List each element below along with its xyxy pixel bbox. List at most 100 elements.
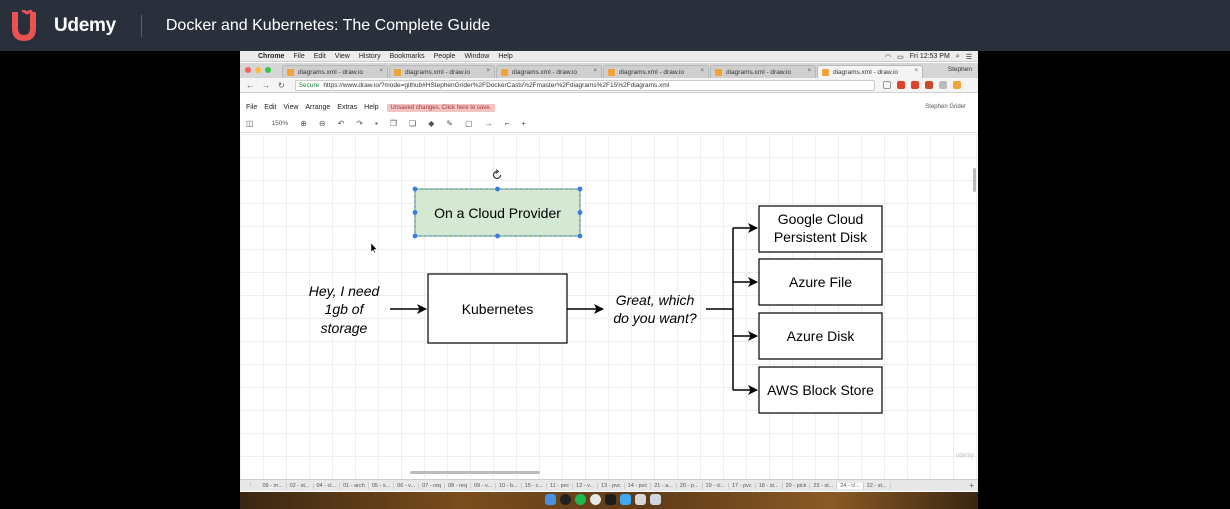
page-tab[interactable]: 09 - m... xyxy=(260,482,287,489)
menubar-edit[interactable]: Edit xyxy=(313,52,326,60)
browser-tab[interactable]: diagrams.xml - draw.io× xyxy=(282,65,388,78)
close-tab-icon[interactable]: × xyxy=(807,68,811,74)
menubar-history[interactable]: History xyxy=(358,52,381,60)
page-tab[interactable]: 06 - v... xyxy=(394,482,420,489)
browser-tab[interactable]: diagrams.xml - draw.io× xyxy=(496,65,602,78)
question-text[interactable]: Great, which do you want? xyxy=(613,292,696,326)
page-tab[interactable]: 04 - cl... xyxy=(314,482,341,489)
add-page-icon[interactable]: + xyxy=(969,481,974,490)
menubar-view[interactable]: View xyxy=(334,52,350,60)
app-icon[interactable] xyxy=(635,494,646,505)
insert-icon[interactable]: + xyxy=(521,119,526,128)
drawio-user[interactable]: Stephen Grider xyxy=(925,104,966,110)
extension-icon[interactable] xyxy=(910,81,919,89)
battery-icon[interactable]: ▭ xyxy=(897,53,904,61)
page-tab[interactable]: 07 - req xyxy=(419,482,446,489)
opera-extension-icon[interactable] xyxy=(896,81,905,89)
extension-icon[interactable] xyxy=(924,81,933,89)
rotate-handle-icon[interactable] xyxy=(492,169,502,180)
extension-icon[interactable] xyxy=(938,81,947,89)
redo-icon[interactable]: ↷ xyxy=(356,119,363,128)
spotify-icon[interactable] xyxy=(575,494,586,505)
forward-icon[interactable]: → xyxy=(262,80,270,90)
bookmark-star-icon[interactable] xyxy=(882,81,891,89)
menubar-bookmarks[interactable]: Bookmarks xyxy=(389,52,425,60)
page-tab[interactable]: 12 - v... xyxy=(573,482,599,489)
back-icon[interactable]: ← xyxy=(246,80,254,90)
drawio-menu-file[interactable]: File xyxy=(246,104,258,111)
maximize-window-icon[interactable] xyxy=(265,67,271,73)
page-tab[interactable]: 08 - req xyxy=(445,482,472,489)
panel-toggle-icon[interactable]: ◫ xyxy=(246,119,254,128)
zoom-out-icon[interactable]: ⊖ xyxy=(318,119,326,128)
page-tab-active[interactable]: 24 - cl... xyxy=(837,482,864,489)
page-tab[interactable]: 05 - s... xyxy=(369,482,395,489)
minimize-window-icon[interactable] xyxy=(255,67,261,73)
close-tab-icon[interactable]: × xyxy=(486,68,490,74)
page-tab[interactable]: 01 - arch xyxy=(340,482,369,489)
page-tab[interactable]: 20 - p... xyxy=(677,482,703,489)
udemy-logo[interactable]: Udemy xyxy=(8,0,116,51)
to-front-icon[interactable]: ❐ xyxy=(389,119,398,128)
close-tab-icon[interactable]: × xyxy=(379,68,383,74)
menubar-app[interactable]: Chrome xyxy=(258,52,285,60)
cloud-provider-shape[interactable]: On a Cloud Provider xyxy=(414,188,581,237)
option-google-cloud-persistent-disk[interactable]: Google Cloud Persistent Disk xyxy=(758,205,883,253)
page-tab[interactable]: 17 - pvc xyxy=(729,482,756,489)
drawio-menu-view[interactable]: View xyxy=(283,104,299,111)
selection-handles[interactable] xyxy=(412,186,583,239)
browser-tab[interactable]: diagrams.xml - draw.io× xyxy=(710,65,816,78)
trash-icon[interactable] xyxy=(650,494,661,505)
page-tab[interactable]: 15 - c... xyxy=(522,482,547,489)
wifi-icon[interactable]: ◠ xyxy=(884,53,892,61)
page-tab[interactable]: 18 - st... xyxy=(756,482,783,489)
drawio-canvas[interactable]: On a Cloud Provider Hey, I need 1gb of s… xyxy=(240,134,978,481)
chrome-profile-name[interactable]: Stephen xyxy=(947,66,972,73)
finder-icon[interactable] xyxy=(545,494,556,505)
extension-icon[interactable] xyxy=(952,81,961,89)
video-frame[interactable]: Chrome File Edit View History Bookmarks … xyxy=(240,51,978,509)
undo-icon[interactable]: ↶ xyxy=(337,119,345,128)
waypoints-icon[interactable]: ⌐ xyxy=(504,119,510,128)
pages-menu-icon[interactable]: ⋮ xyxy=(248,482,254,489)
page-tab[interactable]: 09 - v... xyxy=(471,482,496,489)
line-color-icon[interactable]: ✎ xyxy=(446,119,454,128)
option-aws-block-store[interactable]: AWS Block Store xyxy=(758,366,883,414)
shadow-icon[interactable]: ▢ xyxy=(465,119,473,128)
menubar-help[interactable]: Help xyxy=(498,52,513,60)
browser-tab-active[interactable]: diagrams.xml - draw.io× xyxy=(817,65,923,78)
search-icon[interactable]: ⌕ xyxy=(955,52,960,60)
option-azure-file[interactable]: Azure File xyxy=(758,258,883,306)
connection-icon[interactable]: → xyxy=(484,119,493,128)
menubar-window[interactable]: Window xyxy=(464,52,490,60)
terminal-icon[interactable] xyxy=(605,494,616,505)
reload-icon[interactable]: ↻ xyxy=(278,80,285,90)
delete-icon[interactable]: ▪ xyxy=(375,119,378,128)
browser-tab[interactable]: diagrams.xml - draw.io× xyxy=(603,65,709,78)
page-tab[interactable]: 14 - pvc xyxy=(625,482,652,489)
horizontal-scrollbar[interactable] xyxy=(410,471,540,474)
menubar-people[interactable]: People xyxy=(433,52,456,60)
page-tab[interactable]: 23 - st... xyxy=(810,482,838,489)
drawio-menu-help[interactable]: Help xyxy=(364,104,379,111)
to-back-icon[interactable]: ❏ xyxy=(409,119,417,128)
page-tab[interactable]: 02 - st... xyxy=(287,482,314,489)
browser-tab[interactable]: diagrams.xml - draw.io× xyxy=(389,65,495,78)
vertical-scrollbar[interactable] xyxy=(973,168,976,192)
close-tab-icon[interactable]: × xyxy=(593,68,597,74)
page-tab[interactable]: 11 - pvc xyxy=(547,482,574,489)
close-window-icon[interactable] xyxy=(245,67,251,73)
chrome-icon[interactable] xyxy=(590,494,601,505)
fill-color-icon[interactable]: ◆ xyxy=(428,119,435,128)
list-icon[interactable]: ☰ xyxy=(965,53,972,61)
page-tab[interactable]: 19 - cl... xyxy=(703,482,730,489)
url-input[interactable]: Secure https://www.draw.io/?mode=github#… xyxy=(294,79,875,91)
close-tab-icon[interactable]: × xyxy=(914,68,918,74)
kubernetes-shape[interactable]: Kubernetes xyxy=(427,273,568,344)
course-title[interactable]: Docker and Kubernetes: The Complete Guid… xyxy=(165,16,491,34)
drawio-menu-arrange[interactable]: Arrange xyxy=(305,104,331,111)
drawio-menu-edit[interactable]: Edit xyxy=(264,104,277,111)
page-tab[interactable]: 21 - a... xyxy=(651,482,677,489)
close-tab-icon[interactable]: × xyxy=(700,68,704,74)
unsaved-changes-button[interactable]: Unsaved changes. Click here to save. xyxy=(386,103,496,112)
